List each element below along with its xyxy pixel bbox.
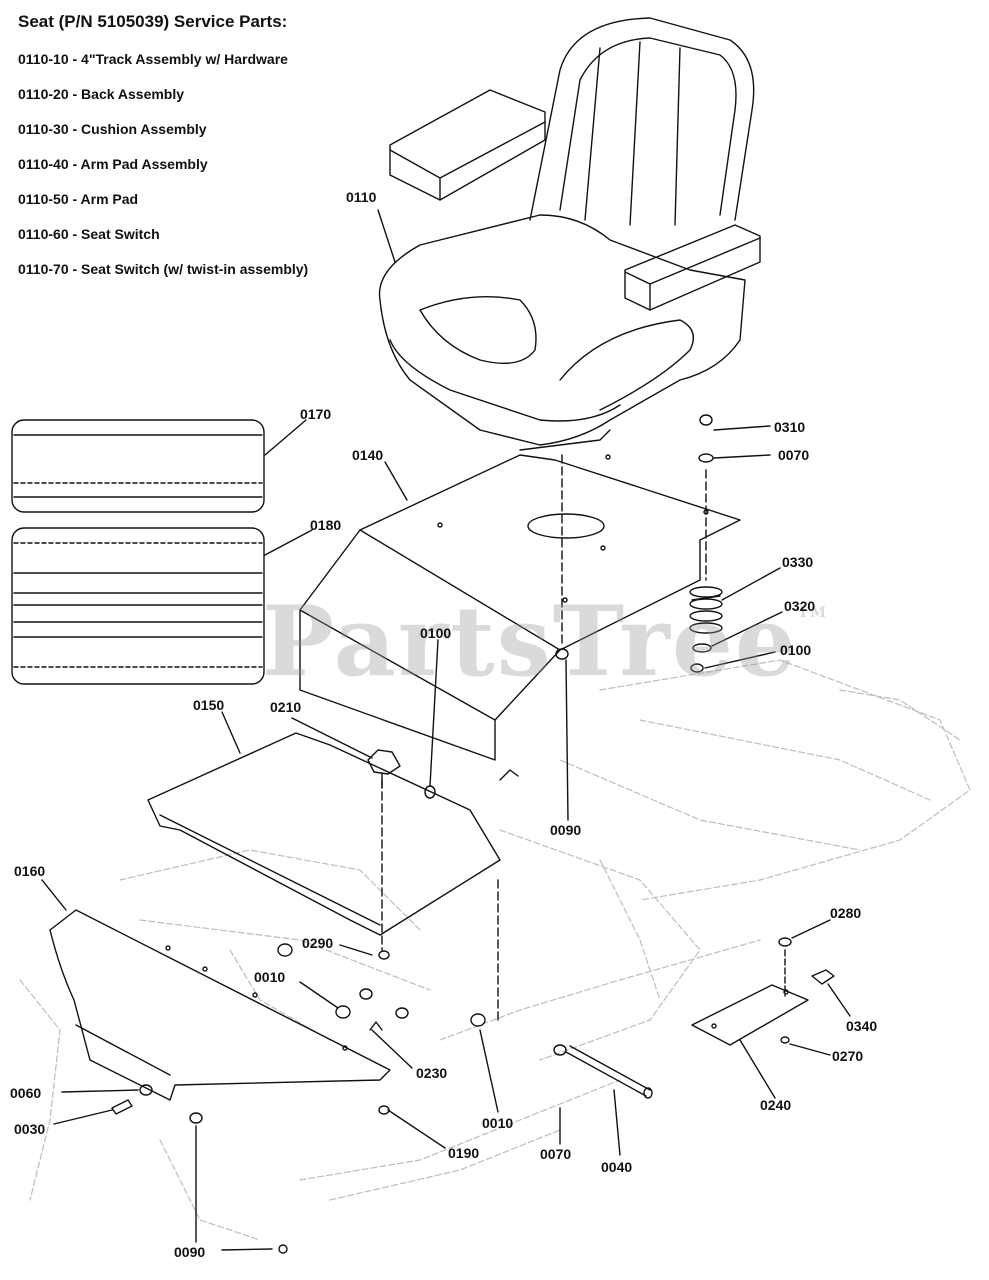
callout-0010: 0010: [482, 1115, 514, 1131]
service-part-item: 0110-40 - Arm Pad Assembly: [18, 156, 208, 172]
switch-0340: [811, 969, 835, 985]
service-part-item: 0110-30 - Cushion Assembly: [18, 121, 207, 137]
footrest-0160: [49, 909, 391, 1101]
leader-0140: [384, 461, 408, 501]
pin-0040: [565, 1045, 653, 1099]
callout-0330: 0330: [782, 554, 814, 570]
callout-0150: 0150: [193, 697, 225, 713]
leader-0070a: [713, 454, 771, 459]
diagram-title: Seat (P/N 5105039) Service Parts:: [18, 12, 288, 31]
small-hardware: [111, 943, 567, 1254]
callout-0230: 0230: [416, 1065, 448, 1081]
callout-0100: 0100: [420, 625, 452, 641]
leader-0310: [713, 425, 771, 431]
leader-0010a: [299, 981, 339, 1009]
callout-0140: 0140: [352, 447, 384, 463]
leader-0100b: [429, 639, 439, 787]
knob-0210: [367, 749, 401, 789]
leader-0230: [371, 1029, 413, 1069]
leader-0180: [264, 529, 313, 556]
service-part-item: 0110-60 - Seat Switch: [18, 226, 160, 242]
mower-frame-background: [19, 659, 971, 1241]
leader-0010b: [479, 1029, 499, 1113]
service-part-item: 0110-10 - 4"Track Assembly w/ Hardware: [18, 51, 288, 67]
leader-0150: [221, 711, 241, 754]
leader-0100a: [704, 651, 776, 669]
alignment-lines: [381, 454, 707, 1021]
leader-0270: [789, 1043, 831, 1056]
callout-0290: 0290: [302, 935, 334, 951]
seat-pan-0140: [299, 454, 741, 761]
plate-0240: [691, 984, 809, 1046]
decal-0170: [11, 419, 265, 513]
callout-0320: 0320: [784, 598, 816, 614]
callout-0110: 0110: [346, 189, 377, 205]
callout-0070: 0070: [540, 1146, 572, 1162]
leader-0190: [387, 1109, 446, 1149]
seat-assembly: [378, 17, 761, 451]
floor-pad-0150: [147, 732, 501, 936]
service-part-item: 0110-20 - Back Assembly: [18, 86, 185, 102]
leader-0320: [711, 611, 783, 647]
callout-0040: 0040: [601, 1159, 633, 1175]
decal-0180: [11, 527, 265, 685]
leader-0110: [377, 209, 396, 263]
callout-0090: 0090: [550, 822, 582, 838]
callout-0160: 0160: [14, 863, 46, 879]
leader-0330: [721, 567, 781, 601]
callout-0340: 0340: [846, 1018, 878, 1034]
leader-0340: [827, 983, 851, 1017]
leader-0090a: [565, 659, 569, 821]
leader-0160: [41, 879, 67, 911]
bracket-detail: [499, 769, 519, 781]
callout-0070: 0070: [778, 447, 810, 463]
callout-0240: 0240: [760, 1097, 792, 1113]
leader-0090b: [221, 1248, 273, 1251]
callout-0280: 0280: [830, 905, 862, 921]
leader-0040: [613, 1089, 621, 1156]
leader-0240: [739, 1039, 776, 1099]
service-part-item: 0110-50 - Arm Pad: [18, 191, 139, 207]
callout-0100: 0100: [780, 642, 812, 658]
callout-0180: 0180: [310, 517, 342, 533]
callout-0030: 0030: [14, 1121, 46, 1137]
leader-0210: [291, 717, 373, 759]
leader-0030: [53, 1109, 113, 1125]
callout-0190: 0190: [448, 1145, 480, 1161]
clip-0280: [778, 937, 792, 947]
callout-0310: 0310: [774, 419, 806, 435]
service-part-item: 0110-70 - Seat Switch (w/ twist-in assem…: [18, 261, 309, 277]
callout-0090: 0090: [174, 1244, 206, 1260]
spring-hardware: [689, 414, 723, 673]
callout-0060: 0060: [10, 1085, 42, 1101]
callout-0170: 0170: [300, 406, 332, 422]
callout-0270: 0270: [832, 1048, 864, 1064]
callout-0210: 0210: [270, 699, 302, 715]
partstree-watermark: PartsTreeTM: [262, 585, 828, 698]
nut-0090-upper: [555, 648, 569, 660]
washer-0270: [780, 1036, 790, 1044]
leader-0280: [791, 919, 831, 939]
leader-0290: [339, 944, 373, 956]
leader-0170: [264, 419, 307, 456]
callout-0010: 0010: [254, 969, 286, 985]
leader-0060: [61, 1089, 139, 1093]
